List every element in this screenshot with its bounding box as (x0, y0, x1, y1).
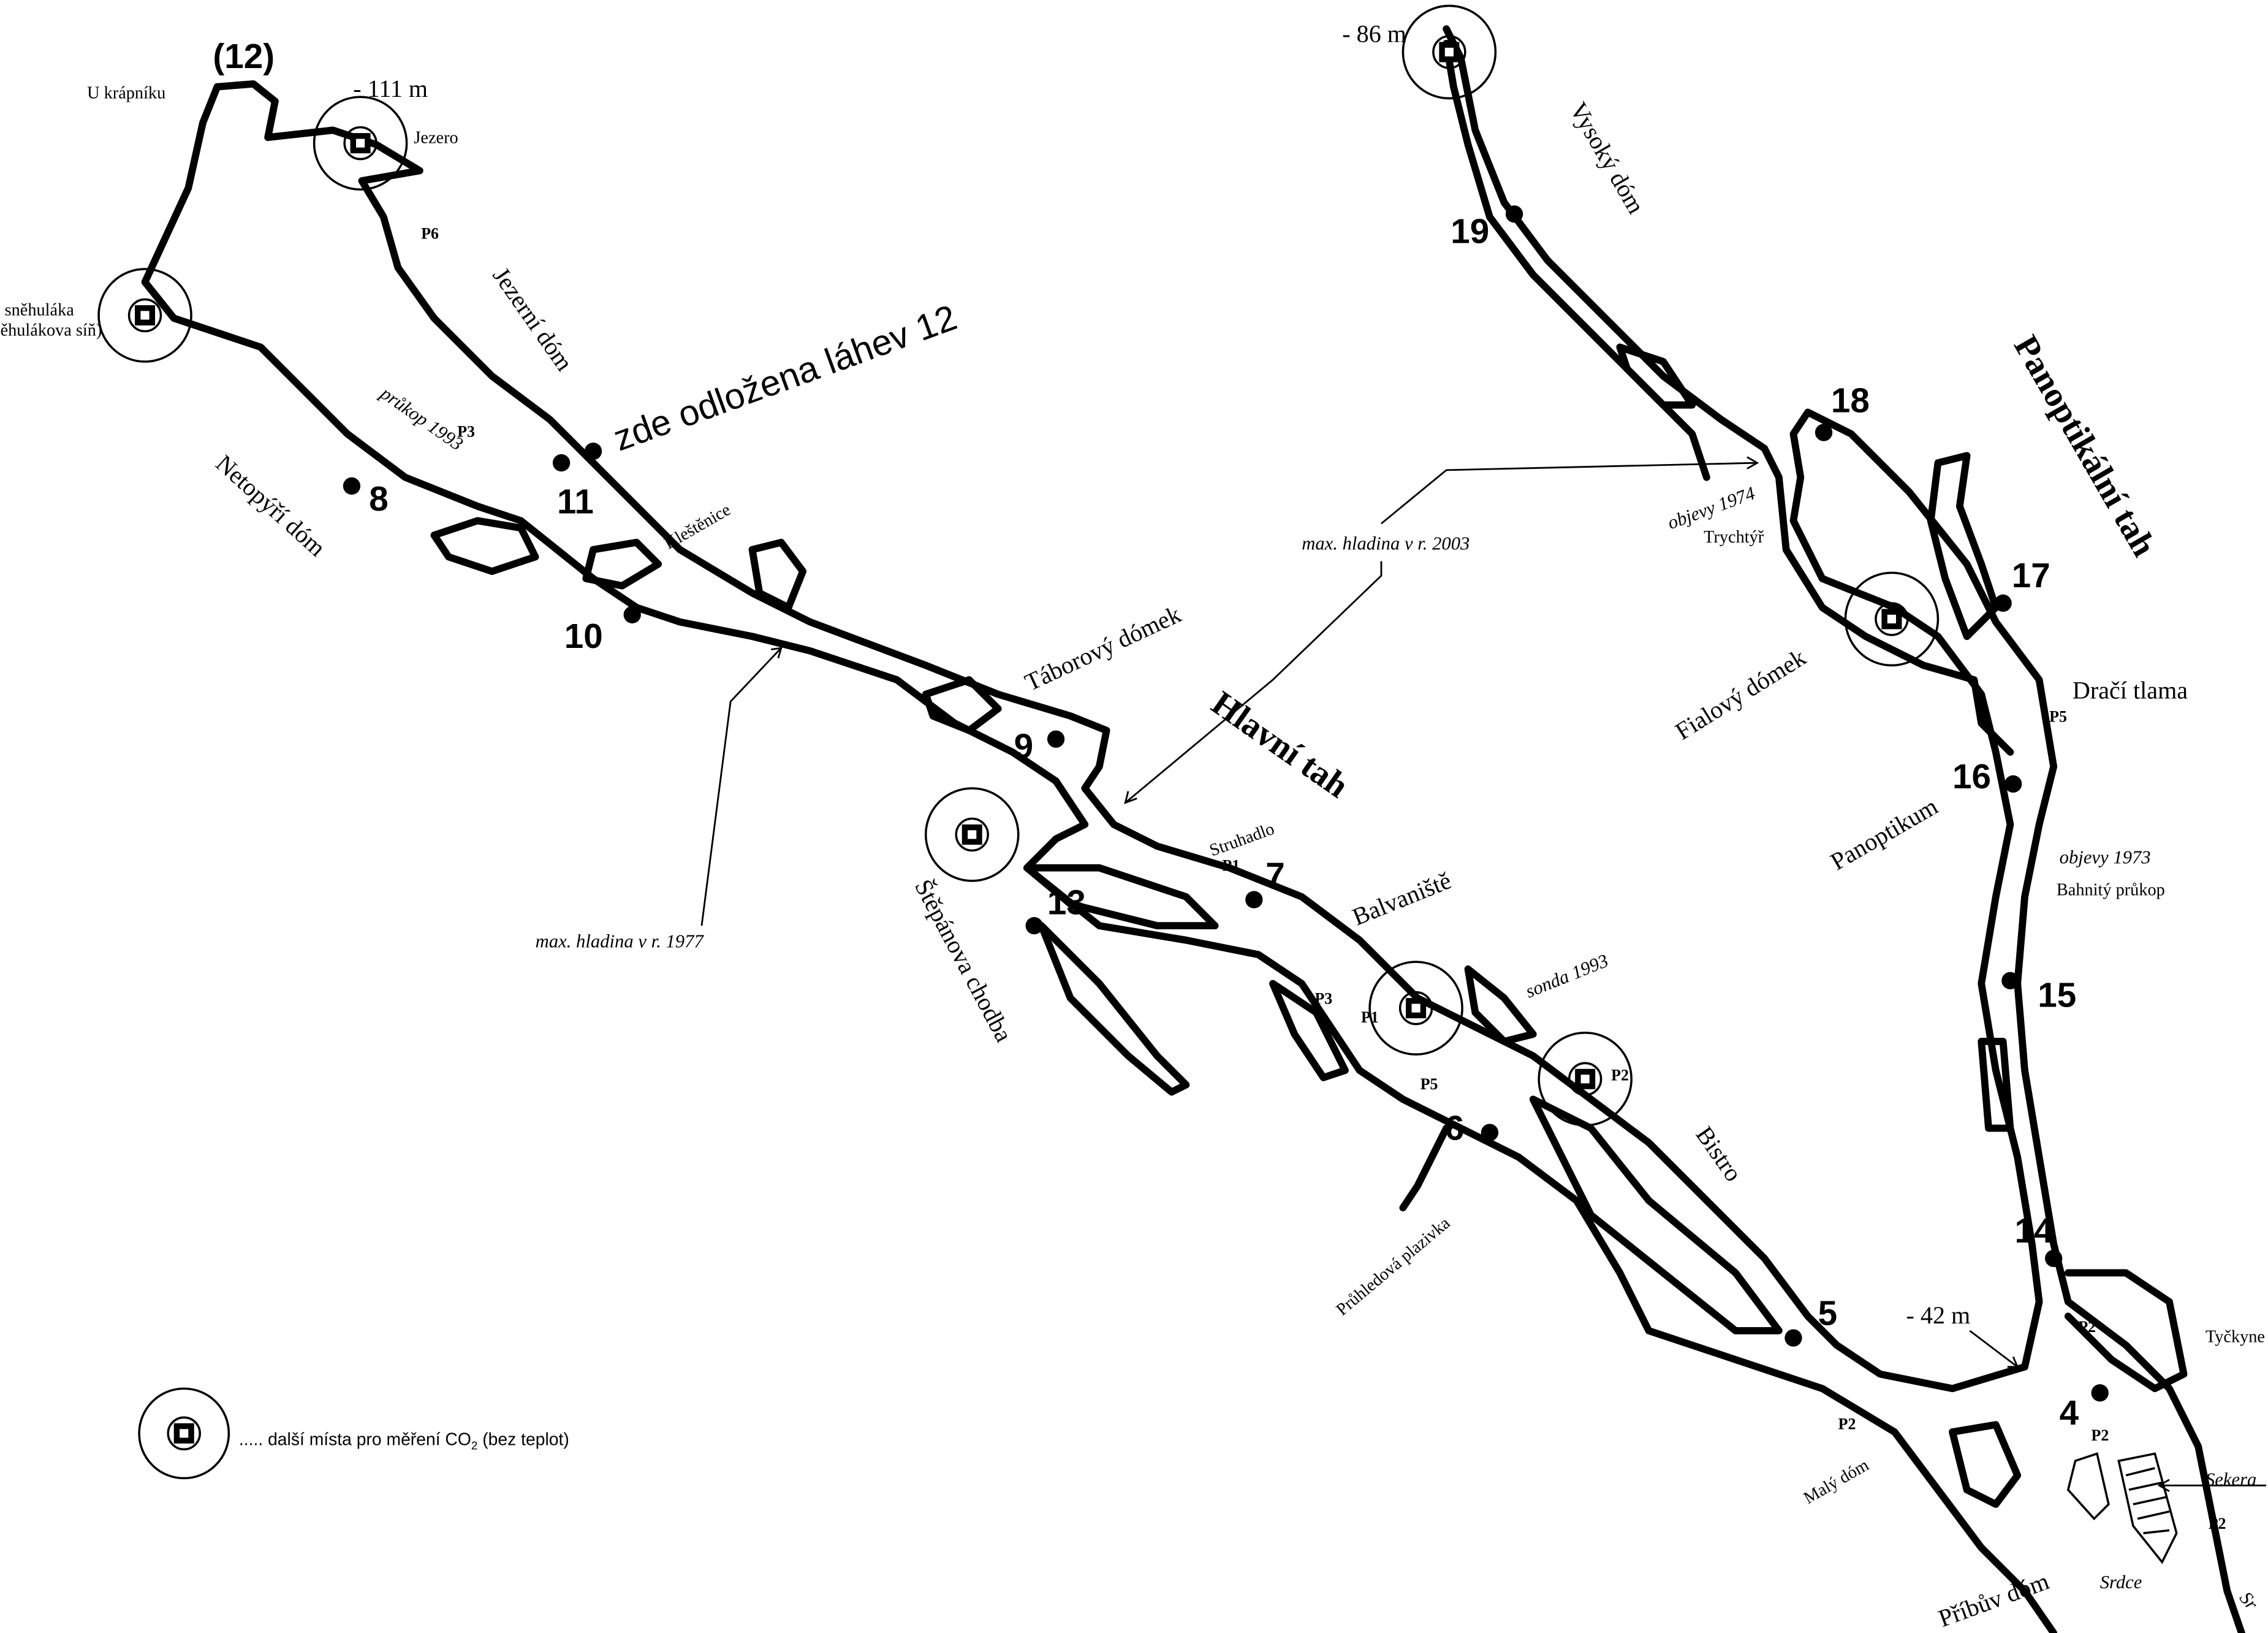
label-draci-tlama: Dračí tlama (2073, 677, 2188, 704)
pitch-p6: P6 (421, 224, 439, 242)
label-bottle-note: zde odložena láhev 12 (608, 297, 961, 459)
pitch-p2: P2 (2092, 1426, 2109, 1444)
station-16: 16 (1952, 758, 1991, 796)
station-dot-6 (1481, 1124, 1499, 1141)
label-panoptikum: Panoptikum (1826, 792, 1942, 875)
label-balvaniste: Balvaniště (1348, 866, 1455, 931)
co2-site-icon (97, 268, 192, 363)
note-prukop-1993: průkop 1993 (376, 382, 467, 454)
label-klestenice: Kleštěnice (661, 500, 734, 554)
pitch-p5: P5 (1420, 1075, 1438, 1093)
station-19: 19 (1451, 212, 1489, 251)
station-dot-13 (1025, 916, 1043, 935)
station-13: 13 (1047, 883, 1086, 922)
label-bistro: Bistro (1691, 1121, 1748, 1186)
station-8: 8 (369, 480, 389, 519)
note-hladina-2003: max. hladina v r. 2003 (1302, 533, 1470, 554)
station-12: (12) (213, 37, 275, 76)
pitch-labels: P6 P3 P1 P3 P1 P5 P2 P5 P2 P2 P2 P2 (421, 224, 2226, 1532)
station-dot-8 (343, 477, 361, 495)
co2-site-icon (924, 787, 1020, 882)
annotation-arrows (700, 456, 2267, 1492)
label-pruhledova-plazivka: Průhledová plazivka (1333, 1214, 1454, 1320)
legend: ..... další místa pro měření CO2 (bez te… (138, 1387, 569, 1480)
station-15: 15 (2038, 976, 2076, 1014)
depth-top: - 86 m (1342, 20, 1406, 47)
cave-passages (141, 25, 2245, 1633)
station-dot-17 (1994, 594, 2012, 612)
label-jezero: Jezero (414, 129, 458, 148)
station-dot-10 (623, 606, 641, 623)
co2-site-icon (1538, 1031, 1633, 1127)
place-labels: U krápníku Jezero sněhuláka ěhulákova sí… (1, 83, 2265, 1632)
pitch-p5: P5 (2049, 707, 2067, 725)
station-9: 9 (1014, 727, 1034, 766)
station-10: 10 (564, 617, 603, 656)
label-bahnity-prukop: Bahnitý průkop (2057, 881, 2165, 900)
sekera-hatch (2066, 1452, 2178, 1564)
note-hladina-1977: max. hladina v r. 1977 (536, 931, 705, 952)
label-panopticky-tah: Panoptikální tah (2006, 329, 2163, 563)
station-dot-5 (1784, 1329, 1802, 1347)
station-dots (343, 205, 2109, 1402)
station-5: 5 (1818, 1294, 1837, 1333)
pitch-p2: P2 (1838, 1415, 1856, 1433)
station-dot-4 (2091, 1384, 2109, 1402)
pitch-p2: P2 (1611, 1067, 1629, 1084)
label-netopyri-dom: Netopýří dóm (211, 449, 332, 561)
label-hlavni-tah: Hlavní tah (1205, 684, 1356, 805)
label-sekera: Sekera (2205, 1469, 2256, 1490)
label-taborovy-domek: Táborový dómek (1020, 600, 1185, 696)
label-trychtyr: Trychtýř (1704, 528, 1764, 547)
label-sr: Sr (2236, 1588, 2262, 1615)
station-7: 7 (1265, 856, 1285, 894)
label-stepanova-chodba: Štěpánova chodba (909, 875, 1018, 1046)
co2-site-icon (313, 96, 408, 191)
label-snehulakova-sin: ěhulákova síň) (1, 321, 102, 340)
co2-site-icon (1401, 4, 1497, 100)
legend-text: ..... další místa pro měření CO2 (bez te… (239, 1429, 569, 1452)
station-dot-9 (1047, 730, 1065, 748)
pitch-p3: P3 (1314, 990, 1332, 1008)
station-dot-18 (1815, 424, 1833, 441)
station-17: 17 (2012, 557, 2050, 595)
co2-site-icon (1368, 961, 1463, 1056)
label-vysoky-dom: Vysoký dóm (1564, 97, 1650, 218)
pitch-p2: P2 (2078, 1318, 2096, 1336)
station-4: 4 (2060, 1394, 2079, 1433)
depth-jezero: - 111 m (353, 75, 428, 102)
label-fialovy-domek: Fialový dómek (1671, 643, 1811, 745)
co2-sites (97, 4, 1940, 1127)
co2-site-icon (138, 1387, 230, 1480)
station-dot-12 (584, 443, 602, 460)
station-6: 6 (1445, 1109, 1465, 1148)
label-maly-dom: Malý dóm (1800, 1456, 1872, 1508)
station-14: 14 (2015, 1212, 2054, 1250)
note-sonda-1993: sonda 1993 (1523, 950, 1612, 1002)
station-11: 11 (557, 483, 594, 522)
station-dot-19 (1505, 205, 1523, 223)
label-u-krapniku: U krápníku (87, 83, 165, 102)
station-dot-15 (2001, 972, 2019, 989)
station-dot-7 (1245, 891, 1263, 908)
label-jezerni-dom: Jezerní dóm (487, 262, 578, 376)
pitch-p1: P1 (1222, 856, 1240, 874)
depth-bottom: - 42 m (1906, 1301, 1971, 1329)
label-srdce: Srdce (2100, 1572, 2142, 1593)
station-numbers: (12) 8 11 10 9 7 13 6 5 4 14 15 16 17 18… (213, 37, 2079, 1433)
label-snehulaka: sněhuláka (5, 300, 75, 319)
station-dot-11 (552, 454, 571, 472)
pitch-p2: P2 (2209, 1515, 2226, 1532)
label-struhadlo: Struhadlo (1207, 820, 1277, 861)
label-tyckyne: Tyčkyne (2205, 1328, 2265, 1347)
station-dot-16 (2004, 775, 2022, 793)
co2-site-icon (1844, 571, 1940, 667)
note-objevy-1974: objevy 1974 (1665, 482, 1758, 533)
pitch-p3: P3 (457, 423, 475, 441)
station-18: 18 (1831, 381, 1870, 420)
station-dot-14 (2045, 1249, 2063, 1268)
note-objevy-1973: objevy 1973 (2060, 847, 2151, 868)
pitch-p1: P1 (1361, 1008, 1379, 1026)
